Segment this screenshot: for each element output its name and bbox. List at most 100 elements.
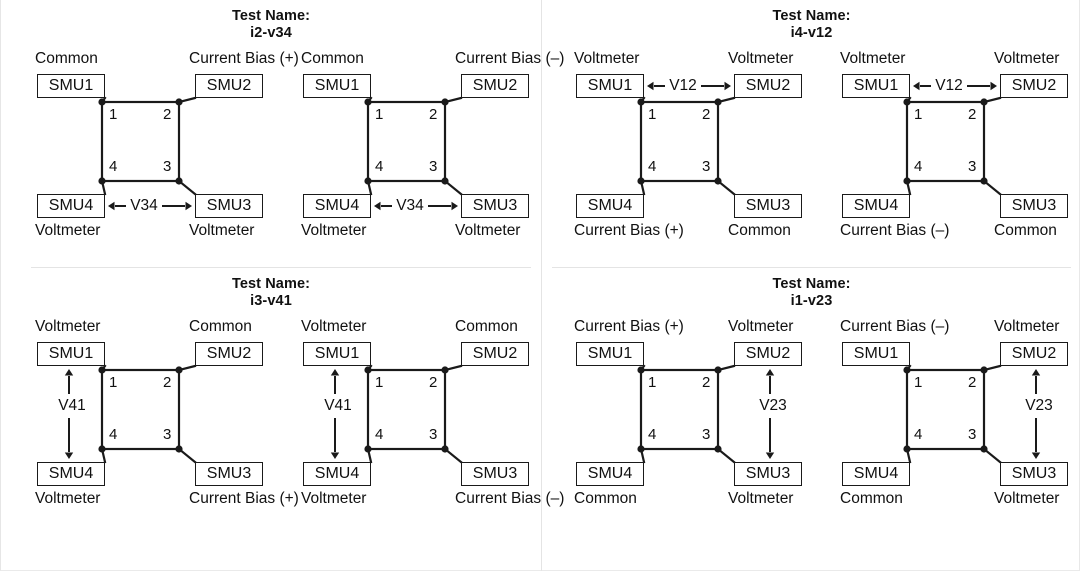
node-dot: [175, 366, 183, 374]
smu-box-tl[interactable]: SMU1: [576, 342, 644, 366]
role-label-bottom-left: Common: [574, 490, 637, 507]
role-label-bottom-right: Voltmeter: [455, 222, 521, 239]
node-number-1: 1: [375, 106, 384, 123]
node-number-3: 3: [163, 426, 172, 443]
node-dot: [980, 366, 988, 374]
smu-box-bl[interactable]: SMU4: [576, 462, 644, 486]
smu-box-bl[interactable]: SMU4: [303, 462, 371, 486]
smu-box-bl[interactable]: SMU4: [37, 194, 105, 218]
smu-box-bl[interactable]: SMU4: [842, 462, 910, 486]
role-label-top-right: Current Bias (–): [455, 50, 565, 67]
node-number-3: 3: [429, 158, 438, 175]
panel-title-line2: i4-v12: [790, 24, 833, 41]
measure-label: V12: [931, 77, 967, 94]
smu-box-bl[interactable]: SMU4: [576, 194, 644, 218]
diagram-canvas: [364, 96, 463, 211]
smu-box-br[interactable]: SMU3: [1000, 462, 1068, 486]
diagram-canvas: [64, 364, 197, 464]
smu-box-br[interactable]: SMU3: [195, 194, 263, 218]
role-label-top-left: Current Bias (+): [574, 318, 684, 335]
role-label-bottom-left: Current Bias (+): [574, 222, 684, 239]
measure-label: V23: [1019, 397, 1059, 414]
node-dot: [714, 445, 722, 453]
role-label-bottom-left: Current Bias (–): [840, 222, 950, 239]
node-number-2: 2: [968, 106, 977, 123]
smu-box-tr[interactable]: SMU2: [461, 74, 529, 98]
smu-box-tl[interactable]: SMU1: [842, 342, 910, 366]
node-number-3: 3: [702, 158, 711, 175]
smu-box-bl[interactable]: SMU4: [842, 194, 910, 218]
smu-box-br[interactable]: SMU3: [1000, 194, 1068, 218]
panel-title-line1: Test Name:: [231, 8, 311, 24]
node-dot: [903, 177, 911, 185]
node-dot: [175, 98, 183, 106]
node-number-3: 3: [163, 158, 172, 175]
smu-box-br[interactable]: SMU3: [734, 194, 802, 218]
role-label-top-right: Voltmeter: [994, 50, 1060, 67]
node-number-2: 2: [968, 374, 977, 391]
node-dot: [714, 366, 722, 374]
smu-box-tl[interactable]: SMU1: [37, 74, 105, 98]
smu-box-tr[interactable]: SMU2: [734, 74, 802, 98]
panel-title-line2: i1-v23: [790, 292, 833, 309]
role-label-top-left: Voltmeter: [574, 50, 640, 67]
node-number-4: 4: [109, 426, 118, 443]
node-dot: [175, 445, 183, 453]
node-dot: [714, 177, 722, 185]
role-label-top-right: Current Bias (+): [189, 50, 299, 67]
smu-box-br[interactable]: SMU3: [734, 462, 802, 486]
node-dot: [364, 445, 372, 453]
panel-title-line1: Test Name:: [772, 8, 851, 24]
role-label-top-left: Voltmeter: [35, 318, 101, 335]
smu-box-tr[interactable]: SMU2: [734, 342, 802, 366]
smu-box-br[interactable]: SMU3: [461, 194, 529, 218]
node-dot: [441, 445, 449, 453]
smu-box-tr[interactable]: SMU2: [461, 342, 529, 366]
smu-box-bl[interactable]: SMU4: [303, 194, 371, 218]
role-label-bottom-left: Voltmeter: [301, 490, 367, 507]
measure-arrow: [64, 369, 74, 459]
node-dot: [441, 177, 449, 185]
smu-box-br[interactable]: SMU3: [195, 462, 263, 486]
measure-arrow: [330, 369, 340, 459]
role-label-bottom-right: Voltmeter: [728, 490, 794, 507]
node-number-2: 2: [429, 374, 438, 391]
smu-box-tr[interactable]: SMU2: [195, 74, 263, 98]
node-number-4: 4: [375, 158, 384, 175]
smu-box-bl[interactable]: SMU4: [37, 462, 105, 486]
role-label-top-right: Voltmeter: [994, 318, 1060, 335]
smu-box-tr[interactable]: SMU2: [195, 342, 263, 366]
node-dot: [364, 366, 372, 374]
smu-box-tl[interactable]: SMU1: [37, 342, 105, 366]
role-label-bottom-left: Voltmeter: [301, 222, 367, 239]
smu-box-tl[interactable]: SMU1: [303, 74, 371, 98]
node-dot: [637, 366, 645, 374]
role-label-top-left: Common: [35, 50, 98, 67]
node-dot: [98, 445, 106, 453]
measure-label: V12: [665, 77, 701, 94]
role-label-top-right: Voltmeter: [728, 50, 794, 67]
smu-box-tr[interactable]: SMU2: [1000, 74, 1068, 98]
node-number-3: 3: [702, 426, 711, 443]
measure-label: V34: [392, 197, 428, 214]
node-number-2: 2: [429, 106, 438, 123]
panel-title-line2: i3-v41: [250, 292, 292, 309]
node-dot: [98, 98, 106, 106]
smu-box-br[interactable]: SMU3: [461, 462, 529, 486]
smu-box-tl[interactable]: SMU1: [303, 342, 371, 366]
smu-box-tl[interactable]: SMU1: [842, 74, 910, 98]
role-label-top-right: Voltmeter: [728, 318, 794, 335]
smu-box-tl[interactable]: SMU1: [576, 74, 644, 98]
role-label-bottom-left: Common: [840, 490, 903, 507]
node-dot: [903, 445, 911, 453]
node-number-1: 1: [914, 374, 923, 391]
role-label-bottom-right: Common: [994, 222, 1057, 239]
smu-box-tr[interactable]: SMU2: [1000, 342, 1068, 366]
